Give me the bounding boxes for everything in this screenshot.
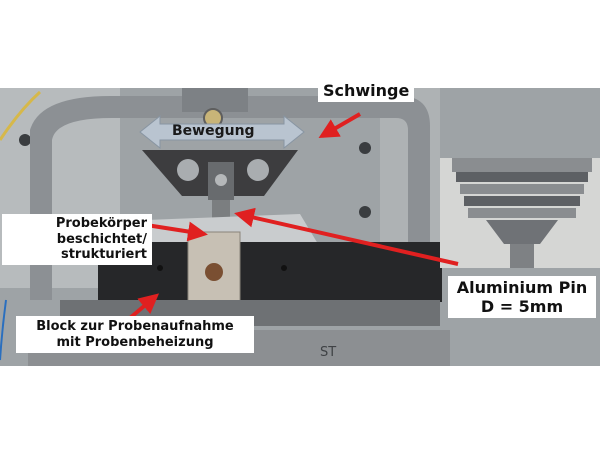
pin-holder xyxy=(142,150,298,222)
label-block-line2: mit Probenbeheizung xyxy=(56,334,214,350)
motion-arrow xyxy=(139,114,305,150)
label-probekoerper: Probekörper beschichtet/ strukturiert xyxy=(2,214,152,265)
label-probe-line1: Probekörper xyxy=(55,216,147,231)
sample-block xyxy=(98,214,442,303)
label-probe-line2: beschichtet/ xyxy=(56,231,147,247)
swing-arm xyxy=(30,88,430,300)
label-probe-line3: strukturiert xyxy=(60,247,147,263)
label-block-line1: Block zur Probenaufnahme xyxy=(36,319,234,334)
arrow-block xyxy=(128,293,160,320)
label-block: Block zur Probenaufnahme mit Probenbehei… xyxy=(16,316,254,354)
label-bewegung: Bewegung xyxy=(172,123,255,139)
label-pin-line2: D = 5mm xyxy=(480,297,564,317)
label-pin-line1: Aluminium Pin xyxy=(456,278,588,297)
arrow-pin xyxy=(234,207,459,266)
base-stamp: ST xyxy=(320,345,336,360)
label-aluminium-pin: Aluminium Pin D = 5mm xyxy=(448,276,596,319)
arrow-schwinge xyxy=(318,112,362,139)
pin-inset-photo xyxy=(440,158,600,268)
label-schwinge: Schwinge xyxy=(318,79,415,103)
